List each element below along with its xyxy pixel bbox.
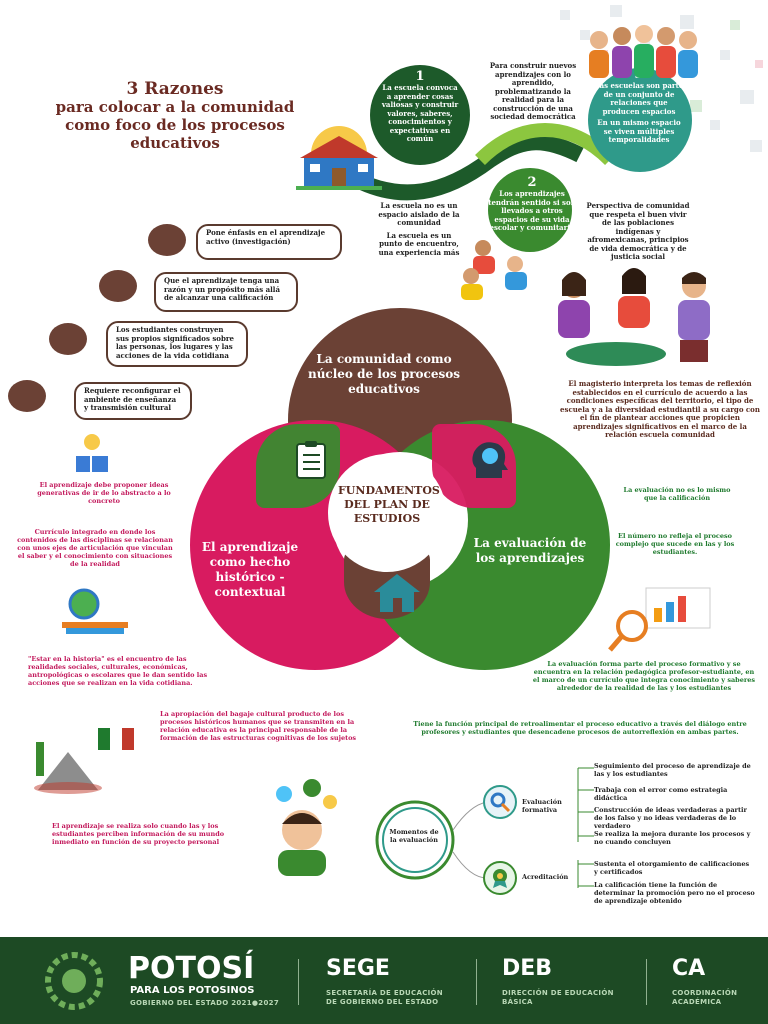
children-reading-icon xyxy=(461,240,527,300)
mexico-culture-icon xyxy=(34,728,134,794)
left-note-1: El aprendizaje debe proponer ideas gener… xyxy=(37,481,171,505)
venn-center-circle xyxy=(328,454,446,572)
globe-books-icon xyxy=(62,588,128,634)
moments-diagram xyxy=(375,785,517,895)
left-note-4: La apropiación del bagaje cultural produ… xyxy=(160,710,357,742)
footer-brand-sub: PARA LOS POTOSINOS xyxy=(130,985,255,996)
footer-divider-2 xyxy=(476,959,477,1005)
reason-2-text: Los aprendizajes tendrán sentido si son … xyxy=(488,189,576,232)
reason-2-number: 2 xyxy=(527,175,537,190)
pill-dot-3 xyxy=(49,323,87,355)
people-map-icon xyxy=(558,268,710,366)
reason-3-text-a: Las escuelas son parte de un conjunto de… xyxy=(594,81,684,116)
reasons-top-middle: Para construir nuevos aprendizajes con l… xyxy=(489,61,577,121)
footer-brand: POTOSÍ xyxy=(128,951,255,986)
footer-bar: POTOSÍ PARA LOS POTOSINOS GOBIERNO DEL E… xyxy=(0,937,768,1024)
acreditacion-label: Acreditación xyxy=(522,873,569,881)
magisterio-text: El magisterio interpreta los temas de re… xyxy=(560,379,760,439)
below-left-b: La escuela es un punto de encuentro, una… xyxy=(378,230,460,257)
reason-1: 1 La escuela convoca a aprender cosas va… xyxy=(380,70,460,144)
title-line-4: educativos xyxy=(130,134,220,152)
footer-brand-sub2: GOBIERNO DEL ESTADO 2021●2027 xyxy=(130,999,279,1007)
right-note-4: Tiene la función principal de retroalime… xyxy=(413,720,747,736)
reason-3-text-b: En un mismo espacio se viven múltiples t… xyxy=(597,118,681,144)
reason-2: 2 Los aprendizajes tendrán sentido si so… xyxy=(488,176,576,233)
reason-1-number: 1 xyxy=(415,69,425,84)
footer-org-2-desc: DIRECCIÓN DE EDUCACIÓN BÁSICA xyxy=(502,989,614,1006)
venn-right-label: La evaluación de los aprendizajes xyxy=(473,536,587,565)
award-icon xyxy=(493,869,507,888)
left-note-3: "Estar en la historia" es el encuentro d… xyxy=(28,655,208,687)
venn-center-label: FUNDAMENTOS DEL PLAN DE ESTUDIOS xyxy=(338,484,440,525)
pill-dot-1 xyxy=(148,224,186,256)
right-note-2: El número no refleja el proceso complejo… xyxy=(615,532,735,556)
footer-org-2: DEB xyxy=(502,956,553,981)
pill-dot-2 xyxy=(99,270,137,302)
pill-3: Los estudiantes construyen sus propios s… xyxy=(106,321,248,367)
right-note-3: La evaluación forma parte del proceso fo… xyxy=(532,660,756,692)
footer-org-1-desc: SECRETARÍA DE EDUCACIÓN DE GOBIERNO DEL … xyxy=(326,989,443,1006)
pill-1: Pone énfasis en el aprendizaje activo (i… xyxy=(196,224,342,260)
formativa-label: Evaluación formativa xyxy=(522,798,562,814)
right-note-1: La evaluación no es lo mismo que la cali… xyxy=(623,486,731,502)
moments-tree-lines xyxy=(577,767,594,888)
reasons-below-right: Perspectiva de comunidad que respeta el … xyxy=(586,201,690,261)
formativa-item-3: Construcción de ideas verdaderas a parti… xyxy=(594,806,747,830)
page-title: 3 Razones para colocar a la comunidad co… xyxy=(20,80,330,152)
community-group-icon xyxy=(589,25,698,78)
formativa-item-4: Se realiza la mejora durante los proceso… xyxy=(594,830,751,846)
house-icon xyxy=(374,574,420,612)
left-note-5: El aprendizaje se realiza solo cuando la… xyxy=(52,822,225,846)
acreditacion-item-1: Sustenta el otorgamiento de calificacion… xyxy=(594,860,750,876)
student-thinking-icon xyxy=(276,779,337,876)
moments-center-label: Momentos de la evaluación xyxy=(389,828,439,844)
reasons-wave xyxy=(335,65,692,252)
below-left-a: La escuela no es un espacio aislado de l… xyxy=(378,201,460,227)
pill-dot-4 xyxy=(8,380,46,412)
footer-org-3-desc: COORDINACIÓN ACADÉMICA xyxy=(672,989,738,1006)
title-line-2: para colocar a la comunidad xyxy=(55,98,295,116)
school-icon xyxy=(296,126,382,190)
potosi-logo-icon xyxy=(45,952,103,1010)
reason-1-text: La escuela convoca a aprender cosas vali… xyxy=(381,83,459,143)
pill-2: Que el aprendizaje tenga una razón y un … xyxy=(154,272,298,312)
lightbulb-book-icon xyxy=(76,434,108,472)
clipboard-icon xyxy=(296,441,326,479)
footer-divider-3 xyxy=(646,959,647,1005)
globe-head-icon xyxy=(472,442,508,478)
presentation-icon xyxy=(608,587,711,652)
pill-4: Requiere reconfigurar el ambiente de ens… xyxy=(74,382,192,420)
left-note-2: Currículo integrado en donde los conteni… xyxy=(17,528,173,568)
magnifier-icon xyxy=(490,792,511,813)
title-line-3: como foco de los procesos xyxy=(65,116,285,134)
footer-org-3: CA xyxy=(672,956,706,981)
acreditacion-item-2: La calificación tiene la función de dete… xyxy=(594,881,755,905)
footer-divider-1 xyxy=(298,959,299,1005)
reasons-below-left: La escuela no es un espacio aislado de l… xyxy=(378,201,460,257)
formativa-item-2: Trabaja con el error como estrategia did… xyxy=(594,786,728,802)
title-line-1: 3 Razones xyxy=(126,79,224,99)
formativa-item-1: Seguimiento del proceso de aprendizaje d… xyxy=(594,762,751,778)
venn-top-label: La comunidad como núcleo de los procesos… xyxy=(307,352,460,396)
footer-org-1: SEGE xyxy=(326,956,390,981)
venn-left-label: El aprendizaje como hecho histórico -con… xyxy=(201,540,299,599)
